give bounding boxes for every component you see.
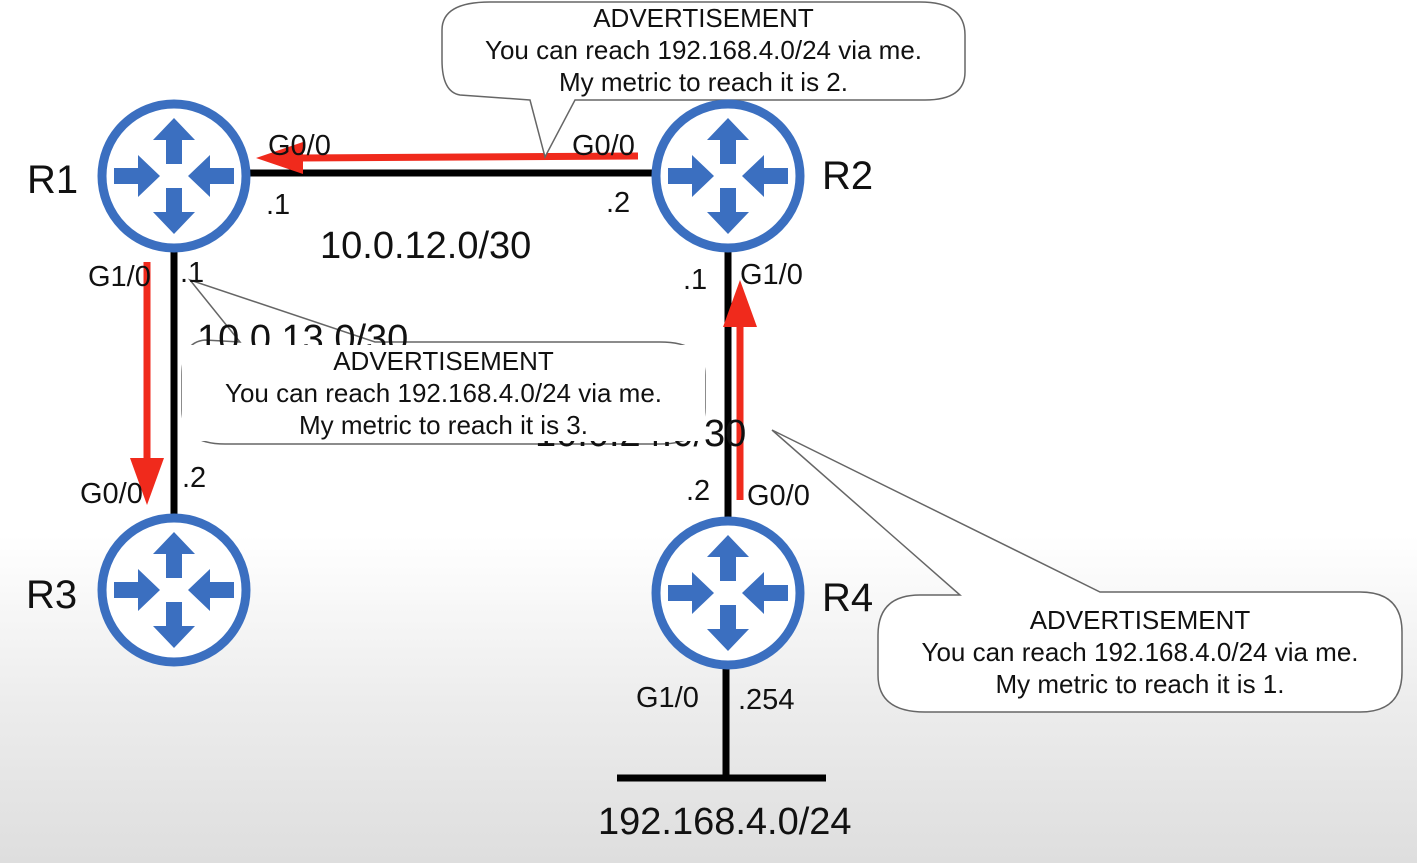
iface-r1-g1-0: G1/0: [88, 261, 151, 293]
iface-r2-g1-0: G1/0: [740, 259, 803, 291]
advert-metric: My metric to reach it is 3.: [299, 410, 588, 440]
advert-arrow-r2-to-r1: [256, 142, 639, 174]
advert-arrow-r4-to-r2: [723, 280, 757, 500]
ip-r4-g0-0: .2: [686, 475, 711, 507]
advert-title: ADVERTISEMENT: [333, 346, 554, 376]
ip-r2-g1-0: .1: [683, 264, 708, 296]
advert-bubble-r4: [771, 429, 1403, 713]
iface-r1-g0-0: G0/0: [268, 130, 331, 162]
iface-r4-g0-0: G0/0: [747, 480, 810, 512]
router-label-r2: R2: [822, 154, 874, 198]
advert-bubble-r2: [441, 1, 966, 160]
advert-title: ADVERTISEMENT: [593, 3, 814, 33]
iface-r3-g0-0: G0/0: [80, 478, 143, 510]
advert-line: You can reach 192.168.4.0/24 via me.: [224, 378, 663, 408]
network-r4-lan: 192.168.4.0/24: [598, 801, 852, 843]
advert-title: ADVERTISEMENT: [1029, 605, 1251, 635]
advert-line: You can reach 192.168.4.0/24 via me.: [921, 637, 1359, 667]
router-icon-r2: [651, 99, 805, 253]
advert-arrow-r1-to-r3: [130, 262, 164, 505]
ip-r3-g0-0: .2: [182, 462, 207, 494]
advert-text-r1: ADVERTISEMENT You can reach 192.168.4.0/…: [182, 345, 705, 441]
ip-r1-g0-0: .1: [266, 189, 291, 221]
iface-r2-g0-0: G0/0: [572, 130, 635, 162]
advert-text-r4: ADVERTISEMENT You can reach 192.168.4.0/…: [878, 604, 1402, 700]
router-icon-r3: [97, 513, 251, 667]
ip-r4-g1-0: .254: [738, 684, 795, 716]
ip-r1-g1-0: .1: [180, 257, 205, 289]
router-icon-r4: [651, 516, 805, 670]
ip-r2-g0-0: .2: [606, 187, 631, 219]
advert-text-r2: ADVERTISEMENT You can reach 192.168.4.0/…: [442, 2, 965, 98]
network-r1-r2: 10.0.12.0/30: [320, 225, 532, 267]
router-label-r1: R1: [27, 158, 79, 202]
advert-metric: My metric to reach it is 2.: [559, 67, 848, 97]
advert-metric: My metric to reach it is 1.: [995, 669, 1285, 699]
router-icon-r1: [97, 99, 251, 253]
advert-line: You can reach 192.168.4.0/24 via me.: [484, 35, 923, 65]
router-label-r4: R4: [822, 576, 874, 620]
router-label-r3: R3: [26, 573, 78, 617]
iface-r4-g1-0: G1/0: [636, 682, 699, 714]
